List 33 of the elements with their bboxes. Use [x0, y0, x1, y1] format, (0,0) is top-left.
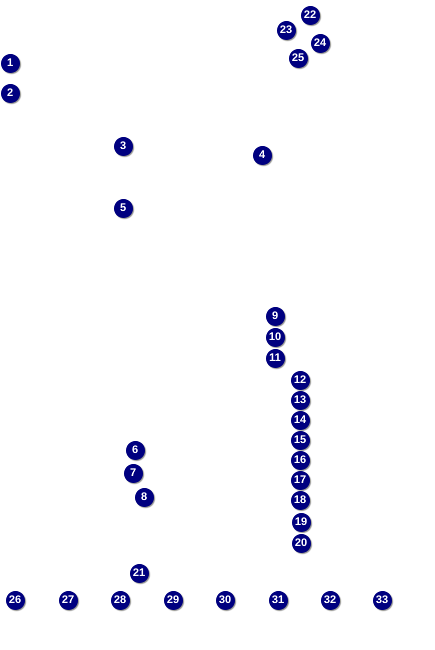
callout-number: 13 — [290, 390, 310, 410]
callout-number: 31 — [268, 590, 288, 610]
callout-number: 21 — [130, 564, 148, 582]
callout-number: 24 — [310, 34, 330, 52]
callout-number: 7 — [124, 464, 142, 482]
callout-number: 5 — [114, 198, 132, 218]
callout-number: 28 — [110, 590, 130, 610]
callout-number: 12 — [290, 370, 310, 390]
callout-number: 11 — [266, 348, 284, 368]
callout-number: 3 — [114, 136, 132, 156]
callout-number: 14 — [290, 410, 310, 430]
callout-number: 19 — [292, 512, 310, 532]
callout-number: 25 — [288, 48, 308, 68]
callout-number: 4 — [252, 146, 272, 164]
callout-number: 1 — [0, 54, 20, 72]
callout-number: 9 — [266, 306, 284, 326]
callout-number: 29 — [164, 590, 182, 610]
callout-number: 18 — [290, 490, 310, 510]
callout-number: 33 — [372, 590, 392, 610]
callout-number: 23 — [276, 20, 296, 40]
callout-number: 10 — [266, 328, 284, 346]
callout-number: 20 — [292, 534, 310, 552]
callout-number: 32 — [320, 590, 340, 610]
callout-number: 2 — [0, 84, 20, 102]
callout-number: 16 — [290, 450, 310, 470]
callout-number: 27 — [58, 590, 78, 610]
callout-number: 30 — [216, 590, 234, 610]
callout-number: 15 — [290, 430, 310, 450]
callout-number: 22 — [300, 6, 320, 24]
callout-number: 17 — [290, 470, 310, 490]
callout-number: 8 — [134, 488, 154, 506]
callout-number: 6 — [126, 440, 144, 460]
callout-number: 26 — [6, 590, 24, 610]
